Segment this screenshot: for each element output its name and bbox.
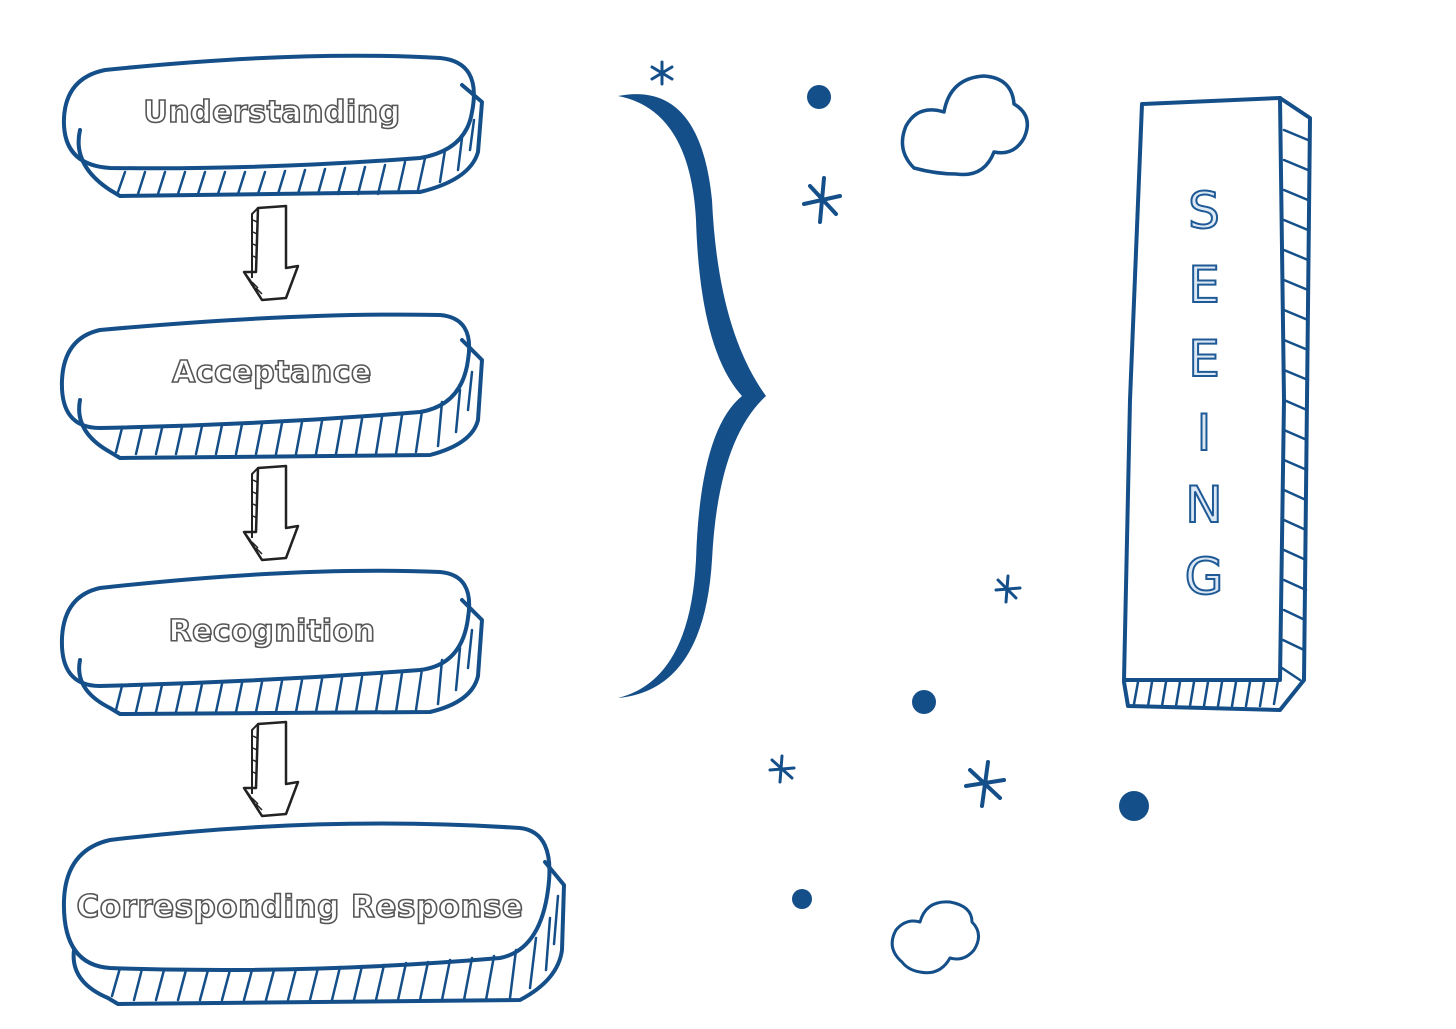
step-label-understanding: Understanding [143, 95, 400, 130]
pillar-side-hatch [1280, 128, 1310, 682]
cloud-icon [890, 900, 980, 975]
arrow-down-1 [242, 204, 300, 302]
sparkle-icon [768, 754, 796, 784]
seeing-letter: I [1197, 404, 1212, 462]
seeing-letter: S [1188, 182, 1220, 240]
step-label-acceptance: Acceptance [172, 355, 372, 390]
step-box-corresponding-response: Corresponding Response [61, 821, 566, 1006]
step-box-understanding: Understanding [61, 53, 484, 198]
dot-icon [792, 889, 812, 909]
sparkle-icon [964, 760, 1006, 808]
seeing-letter: N [1185, 476, 1222, 534]
step-box-recognition: Recognition [59, 568, 484, 716]
arrow-down-2 [242, 464, 300, 562]
cloud-icon [900, 74, 1030, 177]
dot-icon [807, 85, 831, 109]
dot-icon [1119, 791, 1149, 821]
arrow-down-3 [242, 720, 300, 818]
curly-brace [618, 94, 766, 698]
seeing-pillar: S E E I N G [1122, 96, 1312, 712]
seeing-letter: G [1185, 548, 1224, 606]
seeing-letter: E [1188, 330, 1220, 388]
sparkle-icon [994, 574, 1022, 604]
dot-icon [912, 690, 936, 714]
step-label-corresponding-response: Corresponding Response [77, 889, 524, 925]
sparkle-icon [802, 176, 842, 224]
seeing-letter: E [1188, 256, 1220, 314]
sparkle-icon [650, 60, 674, 86]
step-box-acceptance: Acceptance [59, 312, 484, 460]
step-label-recognition: Recognition [168, 614, 375, 649]
